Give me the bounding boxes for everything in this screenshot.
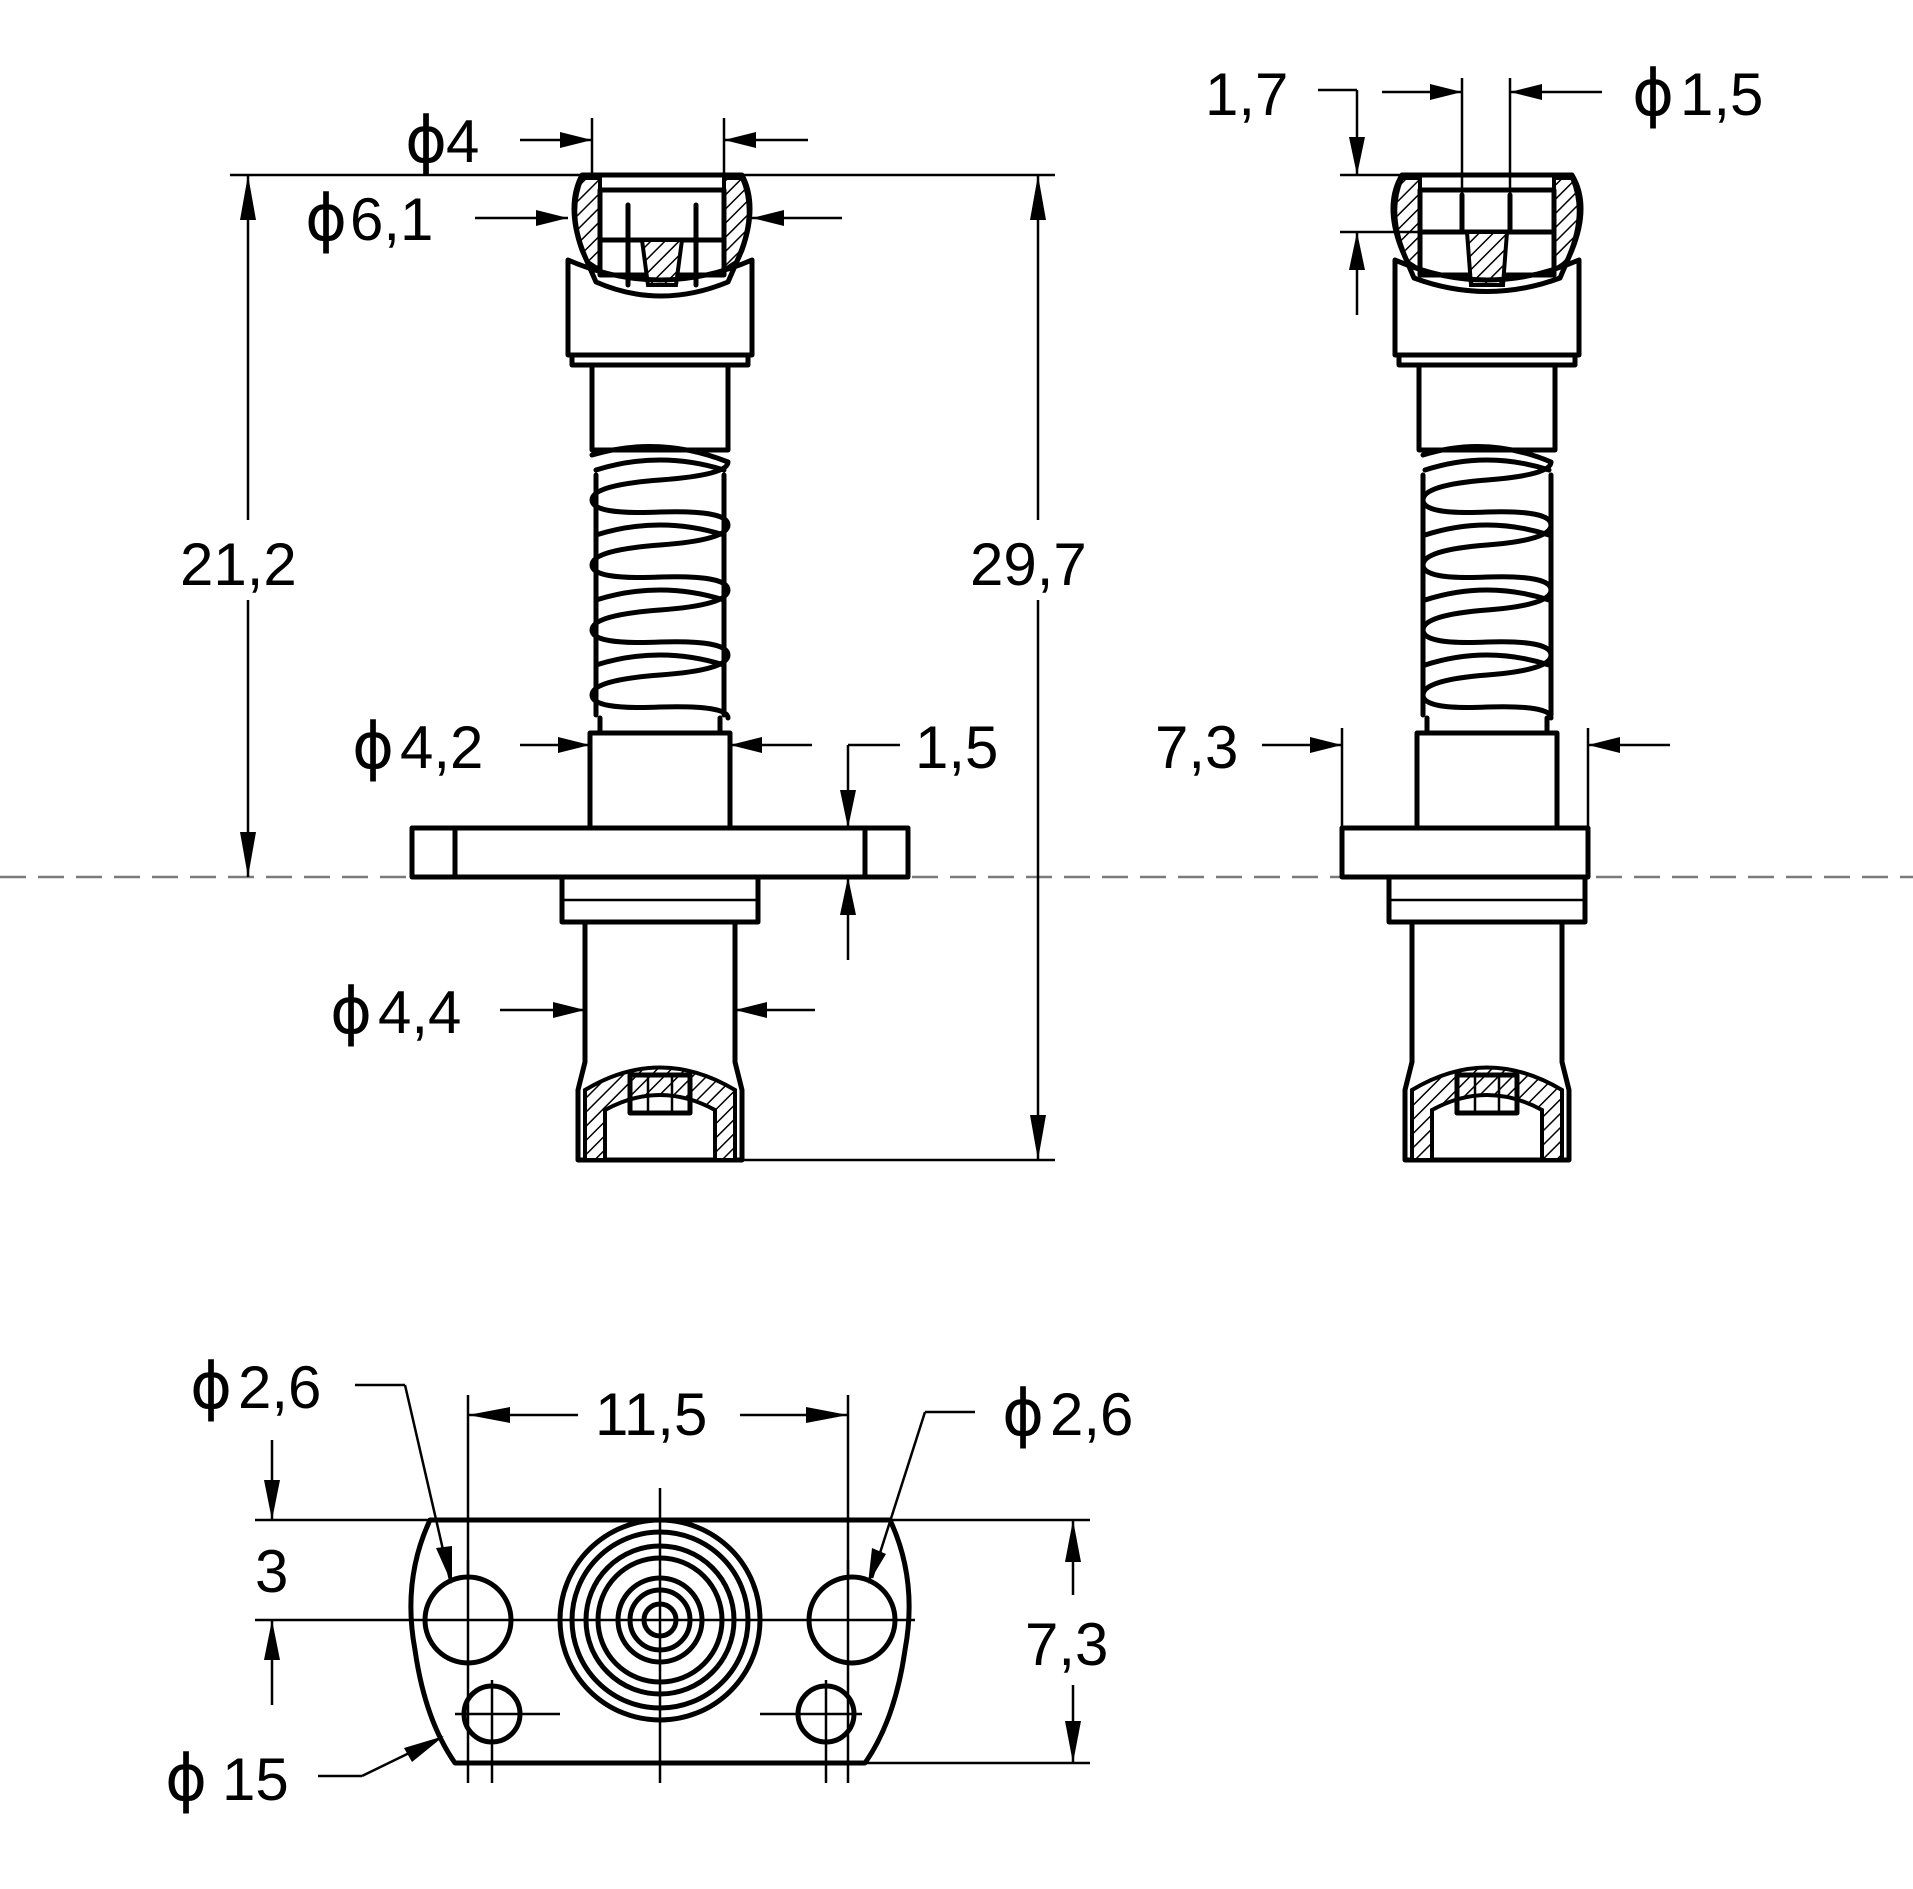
dim-front-lower-diameter: 4,4 (378, 979, 461, 1046)
diameter-symbol: ϕ (1632, 57, 1674, 131)
dim-front-body-diameter: 4,2 (400, 714, 483, 781)
dim-bottom-hole-diameter-right: 2,6 (1050, 1381, 1133, 1448)
diameter-symbol: ϕ (1002, 1377, 1044, 1451)
diameter-symbol: ϕ (352, 710, 394, 784)
bottom-dimensions (255, 1383, 1090, 1778)
dim-side-top-depth: 1,7 (1205, 61, 1288, 128)
side-dimensions (1262, 78, 1670, 828)
side-spring (1420, 443, 1554, 721)
diameter-symbol: ϕ (405, 104, 447, 178)
diameter-symbol: ϕ (165, 1742, 207, 1816)
dim-bottom-flange-height: 7,3 (1025, 1611, 1108, 1678)
dim-side-flange-width: 7,3 (1155, 714, 1238, 781)
front-dimensions (230, 118, 1055, 1162)
dim-front-total-height: 29,7 (970, 531, 1087, 598)
front-view (409, 172, 911, 1163)
dim-bottom-hole-diameter-left: 2,6 (238, 1354, 321, 1421)
dim-front-top-diameter: 4 (446, 108, 479, 175)
bottom-view (405, 1488, 915, 1783)
diameter-symbol: ϕ (305, 182, 347, 256)
dim-bottom-outer-diameter: 15 (222, 1746, 289, 1813)
side-view (1339, 172, 1591, 1163)
dim-side-pin-diameter: 1,5 (1680, 61, 1763, 128)
front-spring (589, 443, 731, 721)
dim-front-head-diameter: 6,1 (350, 186, 433, 253)
diameter-symbol: ϕ (190, 1350, 232, 1424)
dim-bottom-hole-offset: 3 (255, 1538, 288, 1605)
dim-front-flange-thickness: 1,5 (915, 714, 998, 781)
dim-bottom-hole-spacing: 11,5 (595, 1381, 707, 1448)
diameter-symbol: ϕ (330, 975, 372, 1049)
dim-front-height-to-base: 21,2 (180, 531, 297, 598)
